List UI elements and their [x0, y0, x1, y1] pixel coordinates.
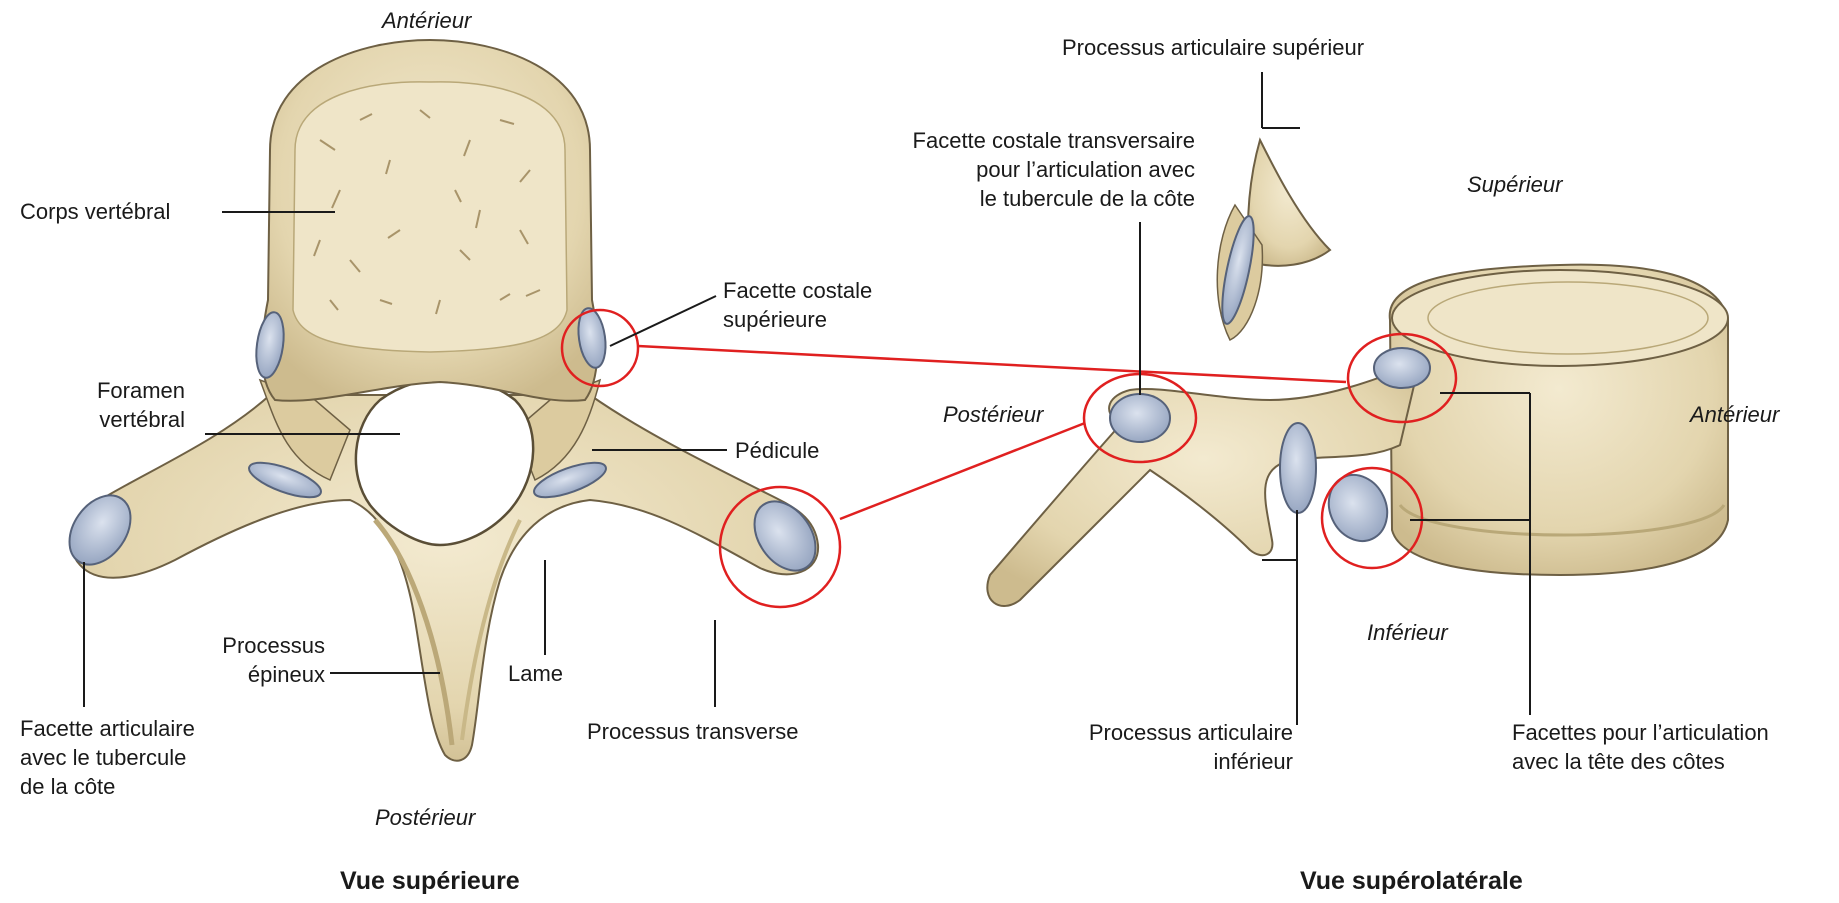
label-superior-articular-process: Processus articulaire supérieur: [1062, 33, 1364, 62]
inferior-articular-facet-side: [1280, 423, 1316, 513]
label-transverse-process: Processus transverse: [587, 717, 799, 746]
caption-superior-view: Vue supérieure: [340, 867, 520, 896]
orientation-anterior-superior-view: Antérieur: [382, 6, 471, 35]
label-transverse-costal-facet: Facette costale transversaire pour l’art…: [845, 126, 1195, 213]
inferior-rib-facet-side: [1318, 465, 1397, 550]
orientation-anterior-side-view: Antérieur: [1690, 400, 1779, 429]
superior-rib-facet-side: [1374, 348, 1430, 388]
label-superior-costal-facet: Facette costale supérieure: [723, 276, 872, 334]
orientation-superior: Supérieur: [1467, 170, 1562, 199]
transverse-costal-facet-side: [1110, 394, 1170, 442]
label-articular-facet-tubercle: Facette articulaire avec le tubercule de…: [20, 714, 195, 801]
cancellous-bone: [293, 82, 567, 352]
orientation-inferior: Inférieur: [1367, 618, 1448, 647]
label-lamina: Lame: [508, 659, 563, 688]
caption-superolateral-view: Vue supérolatérale: [1300, 867, 1523, 896]
label-facets-rib-head: Facettes pour l’articulation avec la têt…: [1512, 718, 1769, 776]
orientation-posterior-side-view: Postérieur: [943, 400, 1043, 429]
connector-transverse-costal: [840, 423, 1085, 519]
vertebral-body-top: [1392, 270, 1728, 366]
label-spinous-process: Processus épineux: [185, 631, 325, 689]
label-pedicle: Pédicule: [735, 436, 819, 465]
label-vertebral-body: Corps vertébral: [20, 197, 170, 226]
orientation-posterior-superior-view: Postérieur: [375, 803, 475, 832]
label-vertebral-foramen: Foramen vertébral: [60, 376, 185, 434]
label-inferior-articular-process: Processus articulaire inférieur: [1040, 718, 1293, 776]
connector-superior-costal: [638, 346, 1346, 382]
